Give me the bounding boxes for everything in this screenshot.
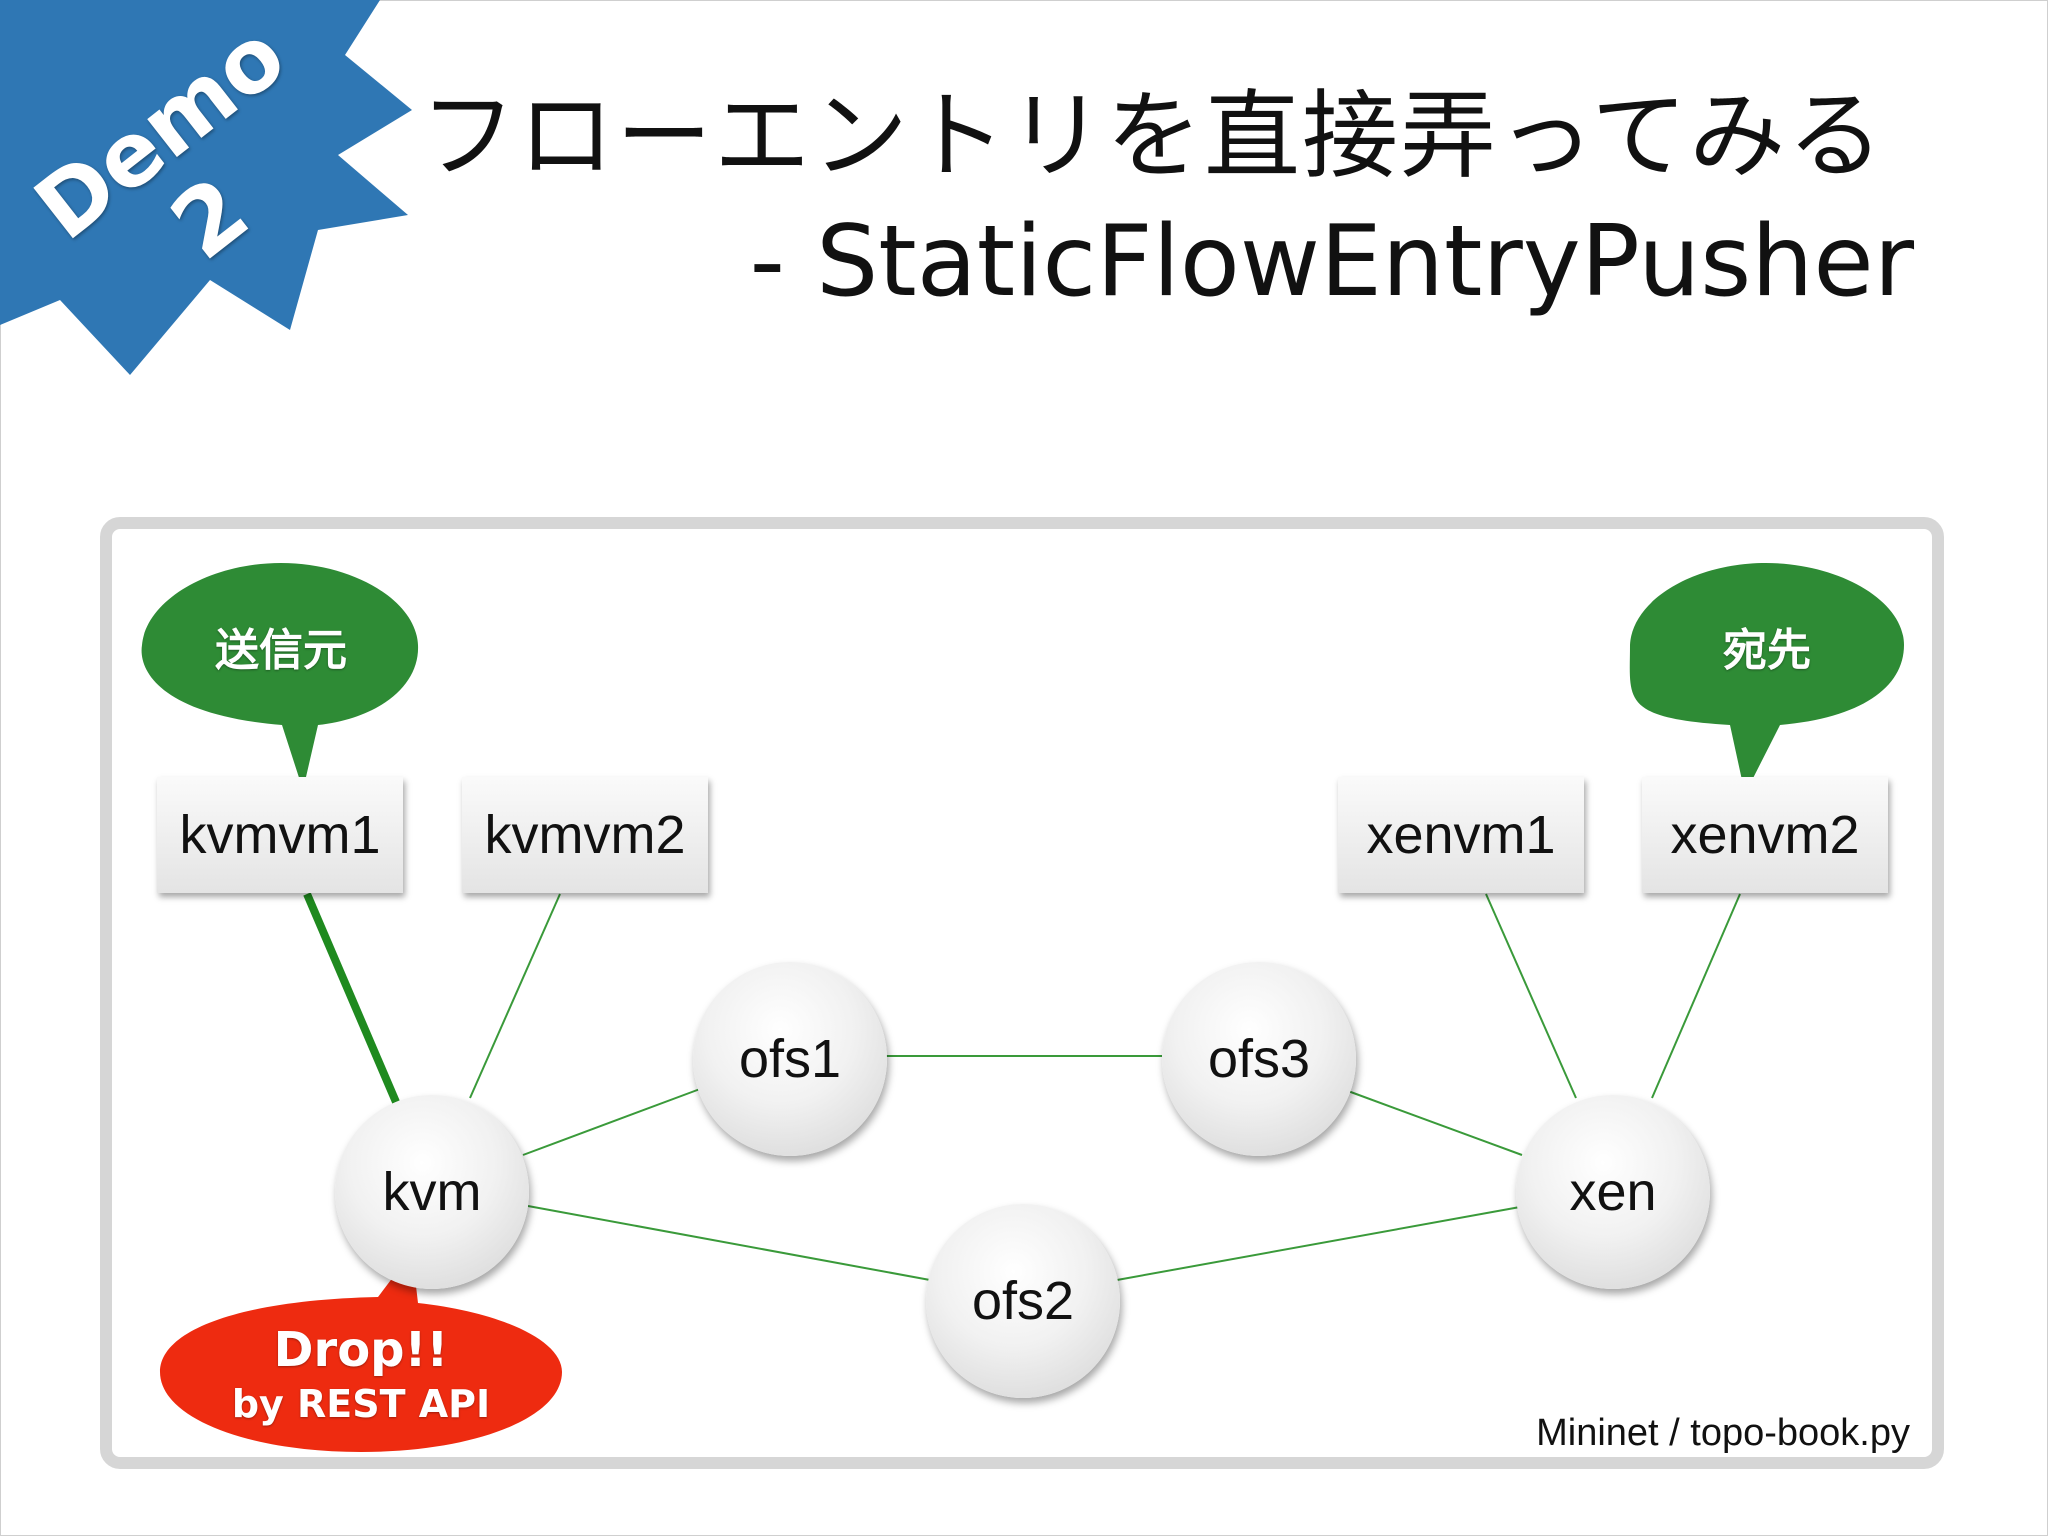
link-kvmvm1-kvm-highlight xyxy=(303,892,400,1104)
switch-ofs3: ofs3 xyxy=(1162,962,1356,1156)
link-ofs2-xen xyxy=(1116,1206,1521,1281)
source-callout: 送信元 xyxy=(144,563,418,729)
slide-title: フローエントリを直接弄ってみる xyxy=(420,80,1886,192)
drop-bubble-shape xyxy=(160,1252,562,1452)
switch-kvm: kvm xyxy=(335,1095,529,1289)
drop-callout-subtitle: by REST API xyxy=(231,1382,491,1426)
host-kvmvm2: kvmvm2 xyxy=(462,777,708,893)
link-kvmvm2-kvm xyxy=(469,893,561,1099)
link-kvm-ofs1 xyxy=(522,1088,701,1156)
host-xenvm1: xenvm1 xyxy=(1338,777,1584,893)
link-kvm-ofs2 xyxy=(527,1205,931,1281)
demo-badge-burst xyxy=(0,0,412,375)
destination-callout: 宛先 xyxy=(1630,563,1904,729)
link-xenvm1-xen xyxy=(1485,893,1577,1099)
host-xenvm2: xenvm2 xyxy=(1642,777,1888,893)
switch-ofs2: ofs2 xyxy=(926,1204,1120,1398)
slide-subtitle: - StaticFlowEntryPusher xyxy=(749,205,1914,319)
link-ofs3-xen xyxy=(1347,1090,1523,1156)
destination-callout-label: 宛先 xyxy=(1723,625,1811,676)
drop-callout: Drop!! by REST API xyxy=(160,1294,562,1454)
source-callout-label: 送信元 xyxy=(215,625,347,676)
host-kvmvm1: kvmvm1 xyxy=(157,777,403,893)
destination-bubble-shape xyxy=(1629,563,1904,794)
switch-ofs1: ofs1 xyxy=(693,962,887,1156)
drop-callout-title: Drop!! xyxy=(273,1322,449,1378)
switch-xen: xen xyxy=(1516,1095,1710,1289)
source-bubble-shape xyxy=(141,563,419,790)
diagram-caption: Mininet / topo-book.py xyxy=(1536,1412,1910,1454)
link-xenvm2-xen xyxy=(1651,893,1741,1099)
